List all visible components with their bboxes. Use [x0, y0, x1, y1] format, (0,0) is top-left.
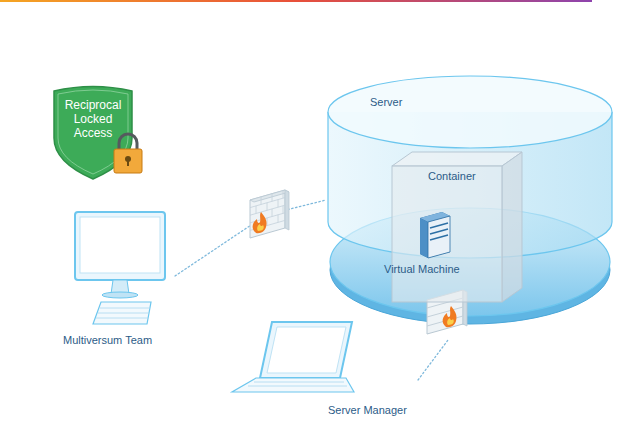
node-label: Container — [428, 170, 476, 183]
top-bar — [0, 0, 592, 2]
laptop: Server Manager — [228, 318, 418, 422]
workstation-monitor: Multiversum Team — [55, 208, 175, 350]
firewall-icon — [250, 190, 289, 238]
node-label: Server Manager — [328, 404, 407, 417]
node-label: Server — [370, 96, 402, 109]
network-link — [418, 340, 448, 380]
container-box: ContainerVirtual Machine — [392, 152, 522, 302]
server-cylinder: ServerContainerVirtual Machine — [325, 72, 615, 340]
node-label: Reciprocal Locked Access — [58, 98, 128, 140]
workstation-monitor-outline — [55, 208, 175, 350]
node-label: Virtual Machine — [384, 263, 460, 276]
virtual-machine: Virtual Machine — [366, 210, 478, 280]
node-label: Multiversum Team — [63, 334, 152, 347]
security-shield: Reciprocal Locked Access — [50, 82, 146, 182]
